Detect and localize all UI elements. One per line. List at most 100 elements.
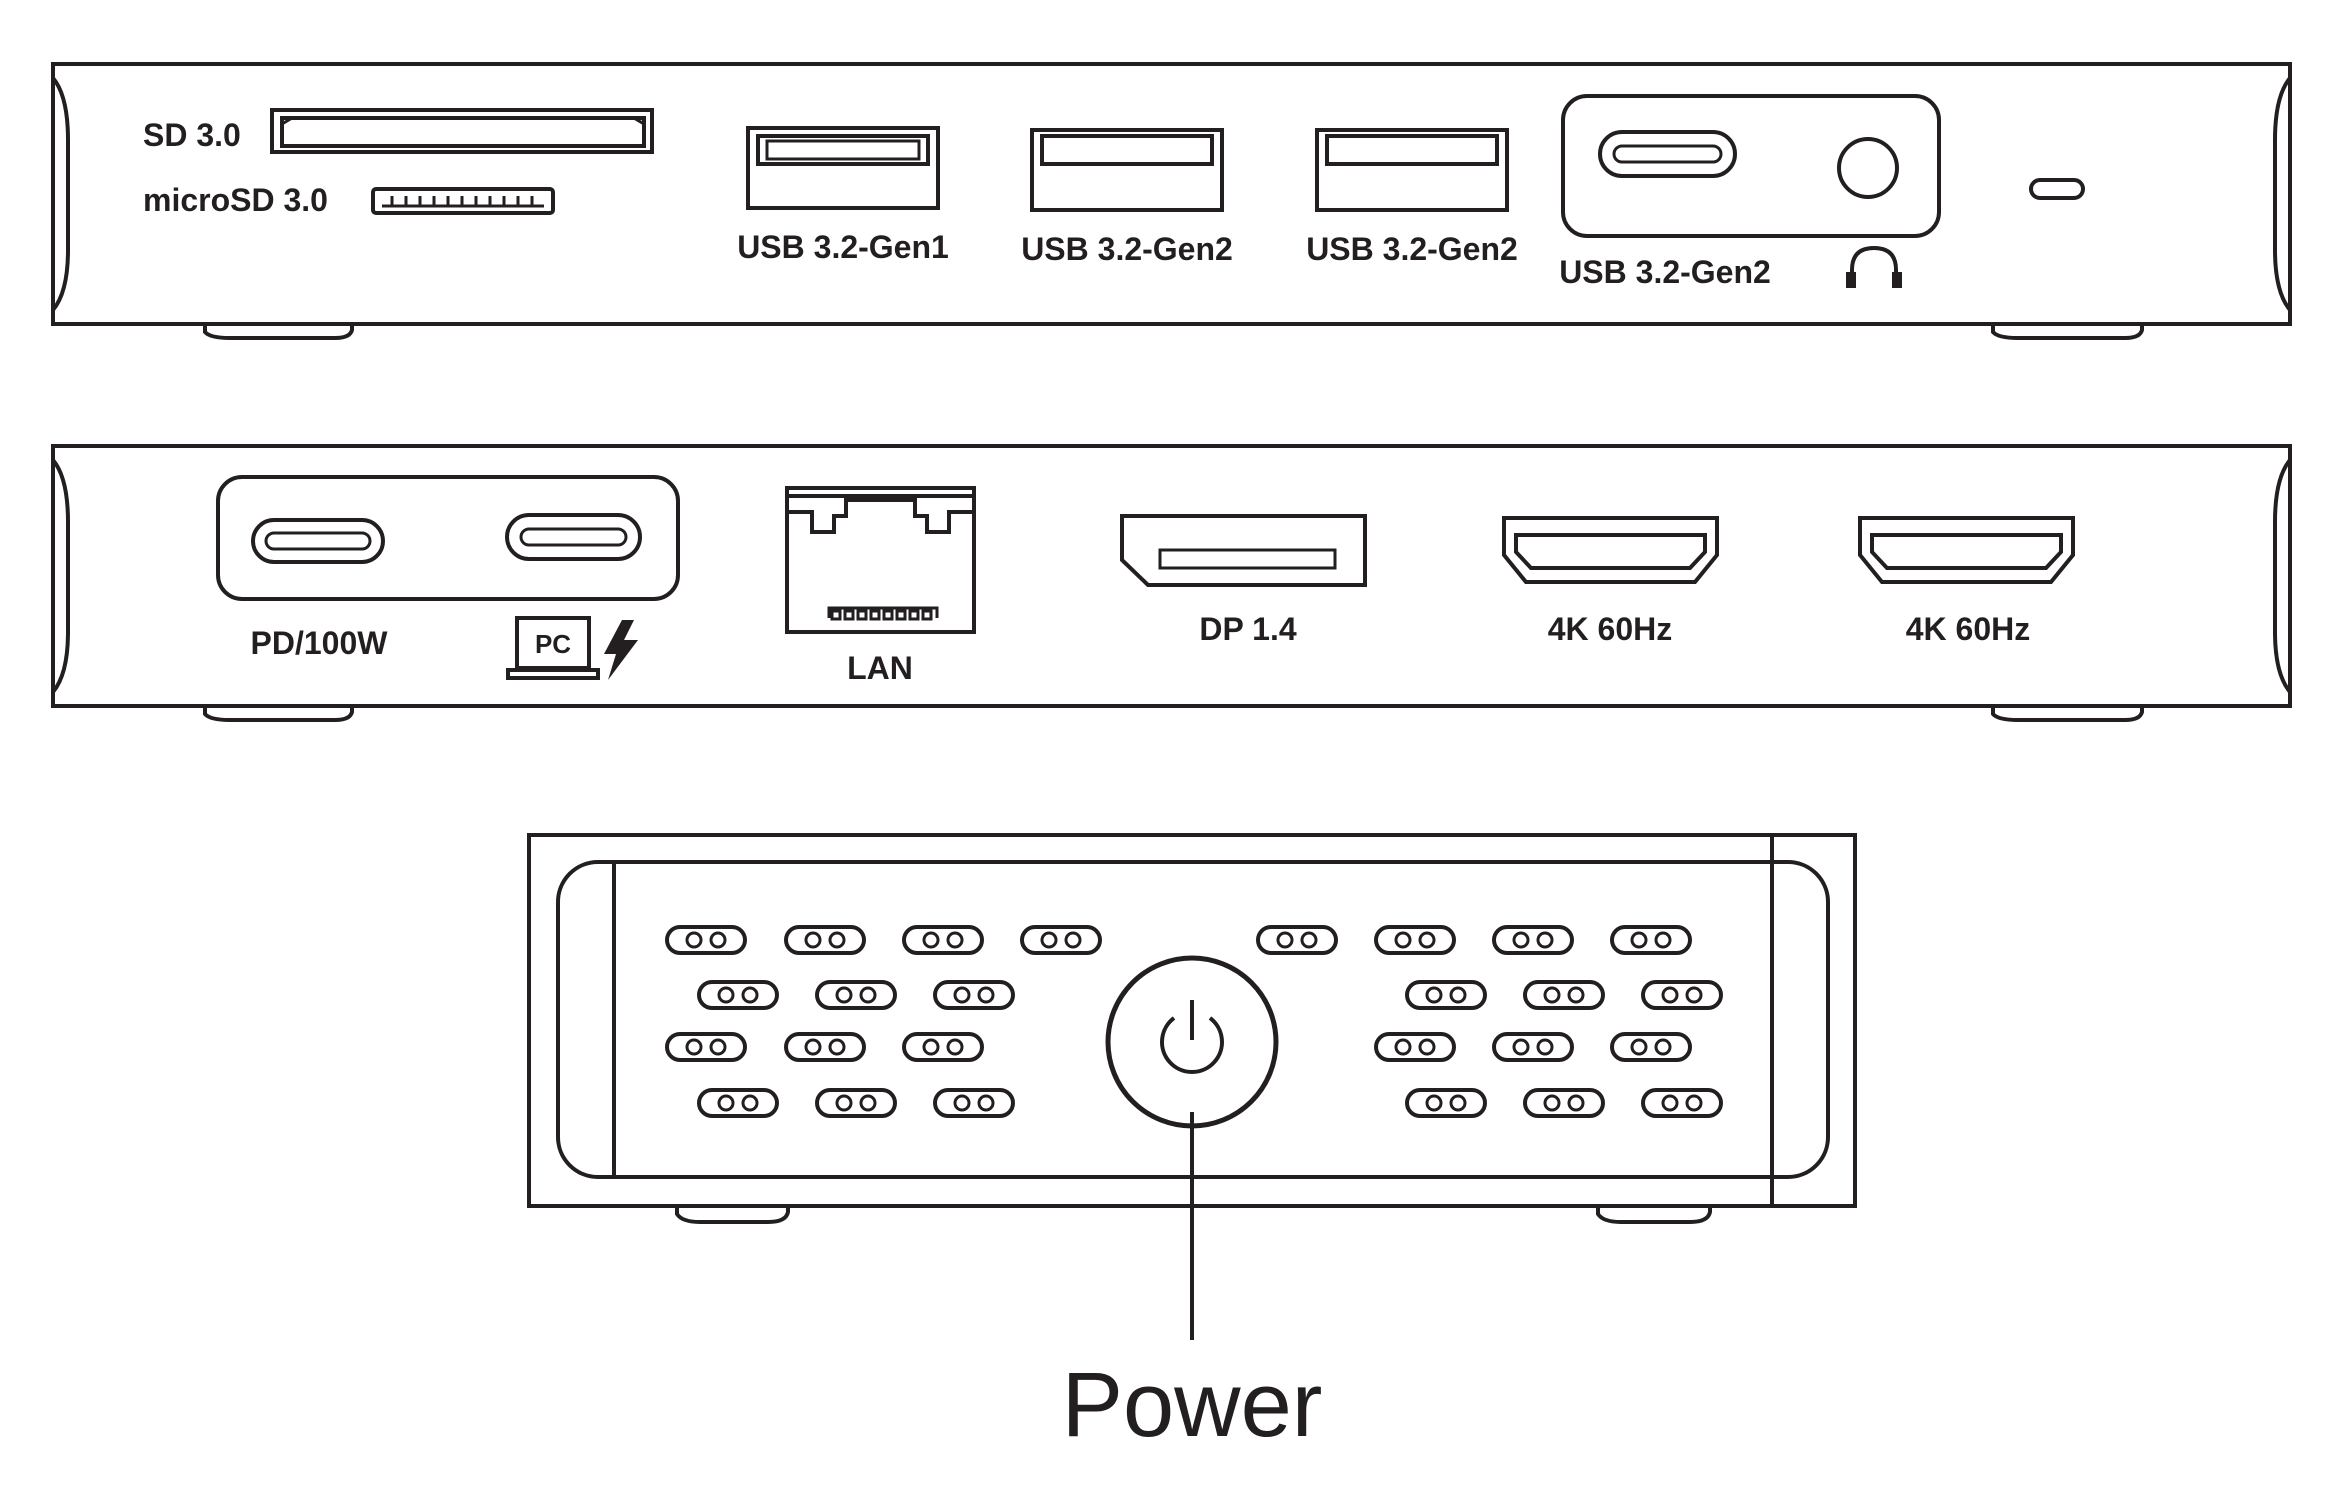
vent-screw [859,986,877,1004]
vent-screw [1543,986,1561,1004]
vent-slot [784,1032,866,1062]
power-label: Power [1062,1354,1323,1456]
headphone-icon [1846,245,1902,288]
vent-screw [828,931,846,949]
usb-a-port-3[interactable] [1315,128,1509,212]
vent-screw [1394,1038,1412,1056]
dp-label: DP 1.4 [1199,611,1296,647]
vent-screw [1040,931,1058,949]
vent-screw [1300,931,1318,949]
vent-slot [1641,980,1723,1010]
usb-a-port-1[interactable] [746,126,940,210]
vent-screw [1418,931,1436,949]
vent-screw [709,1038,727,1056]
vent-slot [665,1032,747,1062]
usb-a-port-2[interactable] [1030,128,1224,212]
usb-a-1-label: USB 3.2-Gen1 [737,229,949,265]
vent-slot [1405,980,1487,1010]
vent-grille [665,925,1723,1118]
vent-slot [1256,925,1338,955]
vent-screw [1425,986,1443,1004]
vent-slot [1492,925,1574,955]
hdmi-1-label: 4K 60Hz [1548,611,1673,647]
usb-c-host-port[interactable] [505,513,642,561]
displayport-port[interactable] [1120,514,1367,587]
vent-screw [977,986,995,1004]
vent-screw [922,931,940,949]
top-view: Power [527,833,1857,1456]
vent-slot [784,925,866,955]
lan-port[interactable] [785,486,976,634]
vent-slot [1610,925,1692,955]
vent-slot [902,1032,984,1062]
usb-c-port-front[interactable] [1598,130,1737,178]
vent-screw [859,1094,877,1112]
vent-slot [1374,1032,1456,1062]
usb-a-3-label: USB 3.2-Gen2 [1306,231,1518,267]
vent-screw [717,1094,735,1112]
vent-screw [835,1094,853,1112]
vent-screw [804,1038,822,1056]
vent-screw [1276,931,1294,949]
vent-screw [741,986,759,1004]
top-foot-left [675,1206,790,1224]
vent-screw [1567,1094,1585,1112]
vent-screw [709,931,727,949]
vent-screw [1449,1094,1467,1112]
vent-slot [697,1088,779,1118]
sd-card-slot[interactable] [270,108,654,154]
vent-screw [1567,986,1585,1004]
vent-screw [946,931,964,949]
front-foot-right [1991,324,2144,340]
vent-screw [977,1094,995,1112]
vent-screw [1661,986,1679,1004]
lightning-icon [604,620,638,680]
vent-slot [933,1088,1015,1118]
hdmi-port-1[interactable] [1502,516,1719,584]
vent-screw [835,986,853,1004]
lan-label: LAN [847,650,913,686]
vent-slot [1523,1088,1605,1118]
vent-slot [933,980,1015,1010]
vent-screw [953,1094,971,1112]
vent-screw [685,931,703,949]
hdmi-2-label: 4K 60Hz [1906,611,2031,647]
vent-screw [1512,931,1530,949]
vent-screw [1685,986,1703,1004]
vent-screw [717,986,735,1004]
rear-foot-right [1991,706,2144,722]
vent-slot [1523,980,1605,1010]
vent-screw [1425,1094,1443,1112]
vent-screw [1661,1094,1679,1112]
power-icon [1160,1000,1224,1074]
vent-screw [1543,1094,1561,1112]
vent-slot [1492,1032,1574,1062]
vent-slot [815,980,897,1010]
usb-c-pd-port[interactable] [251,518,385,564]
vent-screw [828,1038,846,1056]
vent-screw [741,1094,759,1112]
rear-panel: PD/100W PC LAN [51,444,2292,722]
rear-panel-body [51,444,2292,708]
vent-slot [815,1088,897,1118]
sd-label: SD 3.0 [143,117,241,153]
rear-foot-left [203,706,354,722]
vent-slot [1610,1032,1692,1062]
vent-screw [1630,931,1648,949]
front-panel-body [51,62,2292,326]
vent-screw [1064,931,1082,949]
laptop-charge-icon [506,616,600,680]
audio-jack[interactable] [1837,137,1899,199]
vent-slot [902,925,984,955]
usb-c-rear-bezel [216,475,680,601]
power-button[interactable] [1105,955,1279,1129]
vent-screw [1394,931,1412,949]
vent-slot [1020,925,1102,955]
vent-slot [665,925,747,955]
hdmi-port-2[interactable] [1858,516,2075,584]
vent-screw [922,1038,940,1056]
microsd-card-slot[interactable] [371,187,555,215]
vent-screw [1512,1038,1530,1056]
pc-badge: PC [535,629,571,659]
vent-screw [804,931,822,949]
